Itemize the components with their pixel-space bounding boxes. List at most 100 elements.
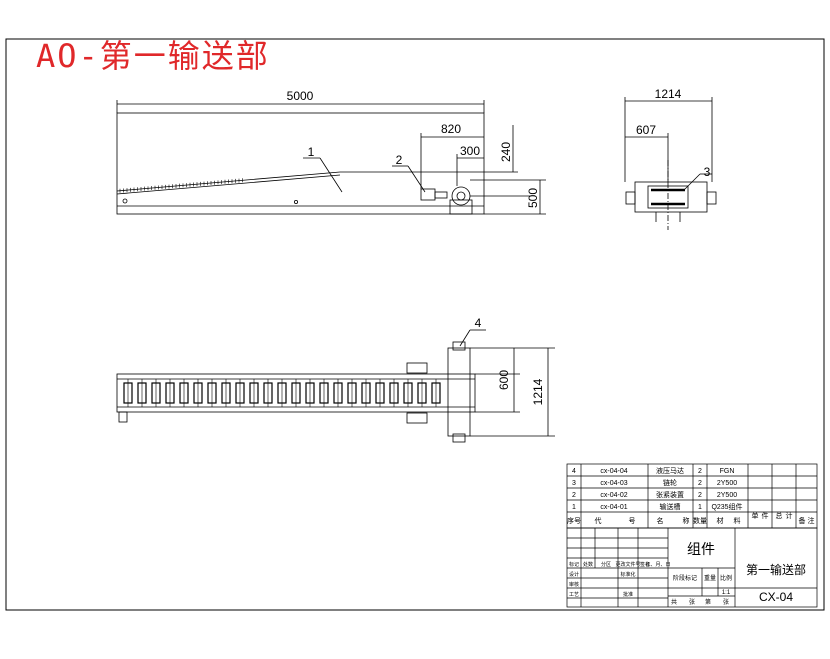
tb-label-change-no: 更改文件号 xyxy=(615,561,640,568)
drawing-number: CX-04 xyxy=(759,590,793,604)
front-view-outline xyxy=(116,112,485,215)
balloon-3: 3 xyxy=(704,165,711,179)
weight-label: 重量 xyxy=(704,574,716,582)
bom-text: 4 cx-04-04 液压马达 2 FGN 3 cx-04-03 链轮 2 2Y… xyxy=(567,466,815,525)
drive-frame xyxy=(449,199,473,215)
bom-header-name-1: 名 xyxy=(657,516,664,525)
title-block-text: 组件 第一输送部 CX-04 阶段标记 重量 比例 1:1 共 张 第 张 标记… xyxy=(569,541,806,606)
bom-header-unit-1: 单 xyxy=(752,511,759,520)
balloon-2: 2 xyxy=(396,153,403,167)
plan-chain-links xyxy=(123,379,441,407)
bom-header-remark-2: 注 xyxy=(808,516,815,525)
stage-mark-label: 阶段标记 xyxy=(673,574,697,582)
plan-view-labels: 600 1214 4 xyxy=(475,316,545,405)
bom-row-1-material: Q235组件 xyxy=(711,502,742,511)
front-view-labels: 5000 820 300 240 500 1 2 xyxy=(287,89,540,208)
tb-label-count: 处数 xyxy=(583,561,593,568)
tensioner-block xyxy=(420,188,436,201)
tb-label-process: 工艺 xyxy=(569,592,579,598)
dim-text-240: 240 xyxy=(499,142,513,162)
dim-text-607: 607 xyxy=(636,123,656,137)
plan-view-outline xyxy=(116,373,476,413)
bom-row-4-material: FGN xyxy=(720,468,735,475)
bom-row-1-no: 1 xyxy=(572,504,576,511)
balloon-2-leader xyxy=(407,165,426,193)
component-label: 组件 xyxy=(687,541,715,557)
dim-text-820: 820 xyxy=(441,122,461,136)
bom-header-material-2: 料 xyxy=(734,516,741,525)
sheet-total-prefix: 共 xyxy=(671,598,677,606)
side-view xyxy=(624,97,717,230)
tb-label-zone: 分区 xyxy=(601,561,611,568)
tensioner-rod xyxy=(434,191,448,199)
tb-label-standard: 标准化 xyxy=(620,571,635,578)
bom-header-total-2: 计 xyxy=(786,511,793,520)
bom-row-4-code: cx-04-04 xyxy=(600,468,627,475)
bom-header-total-1: 总 xyxy=(776,511,783,520)
plan-drive-housing xyxy=(447,347,471,437)
dim-text-300: 300 xyxy=(460,144,480,158)
bom-row-1-qty: 1 xyxy=(698,504,702,511)
bom-header-unit-2: 件 xyxy=(762,511,769,520)
side-right-bearing xyxy=(706,191,717,205)
sheet-title: AO-第一输送部 xyxy=(36,37,270,75)
bom-row-3-material: 2Y500 xyxy=(717,480,737,487)
dim-text-500: 500 xyxy=(526,188,540,208)
motor-4-lower xyxy=(452,433,466,443)
bom-header-qty: 数量 xyxy=(693,516,707,525)
title-block xyxy=(566,527,818,608)
balloon-4-leader xyxy=(459,329,471,347)
scale-value: 1:1 xyxy=(722,590,731,596)
bom-row-2-no: 2 xyxy=(572,492,576,499)
side-view-body xyxy=(634,181,708,213)
drive-hub xyxy=(456,191,466,201)
tb-label-date: 年、月、日 xyxy=(645,561,670,568)
front-view xyxy=(116,100,546,215)
bom-header-material-1: 材 xyxy=(717,516,724,525)
dim-text-5000: 5000 xyxy=(287,89,314,103)
drive-sprocket xyxy=(451,186,471,206)
plan-tensioner-lower xyxy=(406,412,428,424)
balloon-3-leader xyxy=(683,173,701,191)
scale-label: 比例 xyxy=(720,574,732,582)
balloon-1-leader xyxy=(319,157,343,193)
plan-foot xyxy=(118,411,128,423)
bom-header-code-1: 代 xyxy=(595,516,602,525)
plan-tensioner-upper xyxy=(406,362,428,374)
dim-text-1214-side: 1214 xyxy=(655,87,682,101)
bom-row-2-name: 张紧装置 xyxy=(656,490,684,499)
sheet-total-suffix: 张 xyxy=(689,598,695,606)
bom-header-name-2: 称 xyxy=(683,516,690,525)
balloon-1: 1 xyxy=(308,145,315,159)
side-left-bearing xyxy=(625,191,636,205)
bom-header-remark-1: 备 xyxy=(799,516,806,525)
bom-row-1-name: 输送槽 xyxy=(660,502,681,511)
tb-label-mark: 标记 xyxy=(569,561,579,568)
drawing-name: 第一输送部 xyxy=(746,562,806,577)
bom-row-1-code: cx-04-01 xyxy=(600,504,627,511)
balloon-4: 4 xyxy=(475,316,482,330)
plan-view xyxy=(116,329,555,443)
bom-row-3-name: 链轮 xyxy=(663,478,677,487)
bom-header-no: 序号 xyxy=(567,516,581,525)
tb-label-review: 审核 xyxy=(569,581,579,588)
tb-label-design: 设计 xyxy=(569,571,579,578)
sheet-number-prefix: 第 xyxy=(705,598,711,606)
sheet-number-suffix: 张 xyxy=(723,598,729,606)
tb-label-signature: 签名 xyxy=(640,561,650,568)
bom-header-code-2: 号 xyxy=(629,517,636,525)
bom-row-2-qty: 2 xyxy=(698,492,702,499)
front-hole-mid xyxy=(293,199,298,204)
sheet-border xyxy=(5,38,825,611)
motor-4-upper xyxy=(452,341,466,351)
chain-teeth xyxy=(119,178,243,193)
bom-row-3-code: cx-04-03 xyxy=(600,480,627,487)
tb-label-approve: 批准 xyxy=(623,591,633,598)
bom-row-4-name: 液压马达 xyxy=(656,466,684,475)
conveyor-slope-lower xyxy=(116,174,341,195)
bom-row-3-qty: 2 xyxy=(698,480,702,487)
dim-text-600: 600 xyxy=(497,370,511,390)
dim-text-1214-plan: 1214 xyxy=(531,378,545,405)
